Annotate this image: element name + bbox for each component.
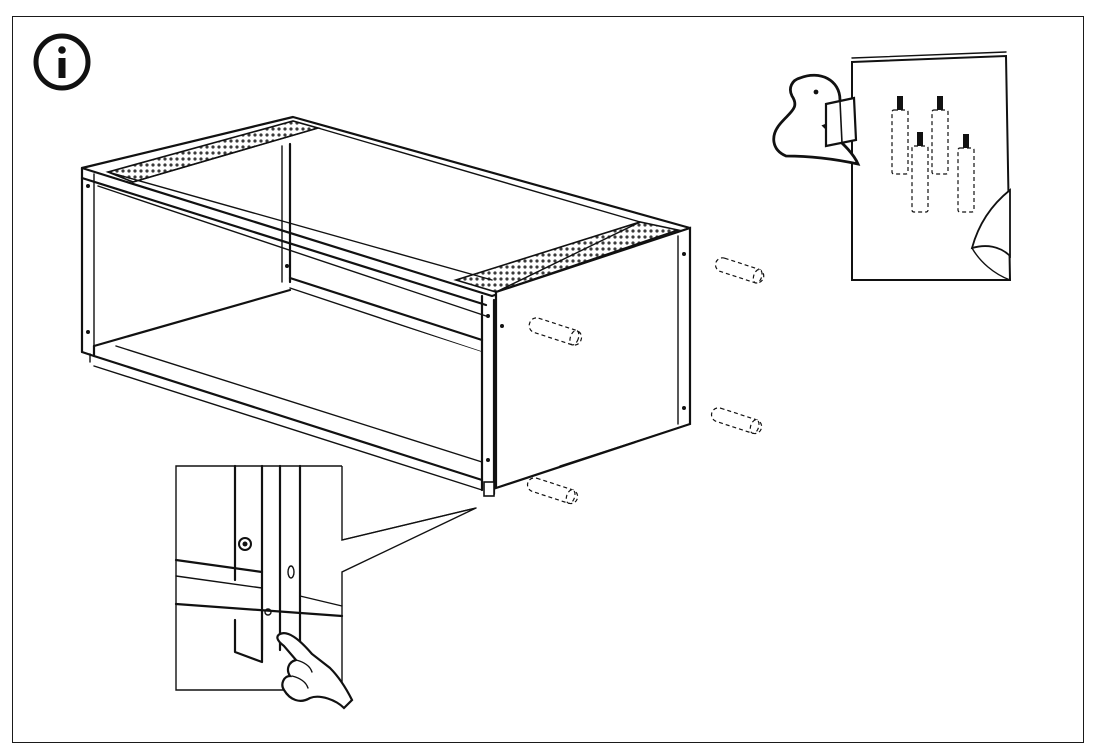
- booklet-dowels: [891, 96, 975, 213]
- pointing-hand-icon: [276, 632, 354, 710]
- dowel-2: [528, 317, 583, 346]
- dowel-group: [526, 257, 765, 505]
- info-icon: [33, 33, 91, 91]
- dowel-4: [526, 477, 579, 505]
- corner-detail-zoom: [174, 464, 477, 710]
- booklet-reference: [772, 51, 1012, 281]
- page-border: [12, 16, 1084, 743]
- cabinet-frame: [80, 115, 692, 497]
- dowel-1: [714, 257, 765, 284]
- dowel-3: [710, 407, 763, 435]
- top-mesh-left: [105, 120, 321, 183]
- reading-person-icon: [772, 73, 861, 166]
